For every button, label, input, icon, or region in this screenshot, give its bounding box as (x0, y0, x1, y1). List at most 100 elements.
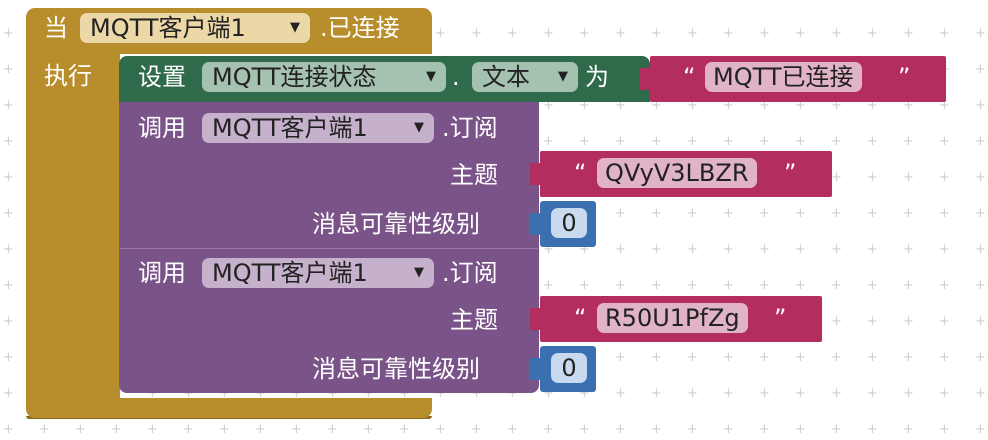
grid-mark: + (3, 422, 14, 437)
grid-mark: + (903, 278, 914, 293)
grid-mark: + (939, 134, 950, 149)
grid-mark: + (39, 422, 50, 437)
grid-mark: + (615, 98, 626, 113)
grid-mark: + (651, 422, 662, 437)
grid-mark: + (543, 422, 554, 437)
grid-mark: + (615, 278, 626, 293)
qos-number-value[interactable]: 0 (551, 353, 587, 383)
call-component-dropdown-1[interactable]: MQTT客户端1 ▼ (202, 113, 434, 143)
grid-mark: + (795, 386, 806, 401)
grid-mark: + (147, 422, 158, 437)
grid-mark: + (615, 206, 626, 221)
string-block-connector (530, 308, 546, 330)
grid-mark: + (651, 98, 662, 113)
grid-mark: + (903, 314, 914, 329)
grid-mark: + (3, 170, 14, 185)
grid-mark: + (975, 386, 986, 401)
grid-mark: + (831, 26, 842, 41)
grid-mark: + (579, 278, 590, 293)
grid-mark: + (867, 206, 878, 221)
grid-mark: + (831, 98, 842, 113)
grid-mark: + (903, 242, 914, 257)
grid-mark: + (939, 98, 950, 113)
topic-string-value[interactable]: QVyV3LBZR (597, 158, 757, 188)
grid-mark: + (651, 278, 662, 293)
set-keyword: 设置 (138, 63, 186, 91)
grid-mark: + (975, 314, 986, 329)
chevron-down-icon: ▼ (414, 265, 424, 280)
grid-mark: + (615, 386, 626, 401)
grid-mark: + (651, 134, 662, 149)
grid-mark: + (3, 350, 14, 365)
grid-mark: + (435, 26, 446, 41)
grid-mark: + (867, 350, 878, 365)
grid-mark: + (687, 134, 698, 149)
grid-mark: + (651, 242, 662, 257)
grid-mark: + (615, 242, 626, 257)
chevron-down-icon: ▼ (558, 69, 568, 84)
close-quote-icon: ” (774, 304, 787, 332)
call-subscribe-block-2-params (119, 295, 539, 393)
set-dot-label: . (452, 63, 460, 91)
open-quote-icon: “ (574, 304, 587, 332)
grid-mark: + (579, 422, 590, 437)
grid-mark: + (975, 98, 986, 113)
set-component-label: MQTT连接状态 (212, 63, 377, 91)
call-keyword: 调用 (138, 259, 186, 287)
grid-mark: + (939, 242, 950, 257)
grid-mark: + (615, 134, 626, 149)
grid-mark: + (435, 386, 446, 401)
grid-mark: + (507, 386, 518, 401)
grid-mark: + (795, 206, 806, 221)
grid-mark: + (759, 98, 770, 113)
grid-mark: + (939, 350, 950, 365)
grid-mark: + (759, 242, 770, 257)
qos-param-label: 消息可靠性级别 (312, 210, 480, 238)
grid-mark: + (687, 98, 698, 113)
event-when-keyword: 当 (44, 14, 68, 42)
grid-mark: + (867, 386, 878, 401)
grid-mark: + (975, 62, 986, 77)
grid-mark: + (759, 350, 770, 365)
grid-mark: + (471, 26, 482, 41)
grid-mark: + (975, 278, 986, 293)
grid-mark: + (939, 170, 950, 185)
chevron-down-icon: ▼ (426, 69, 436, 84)
grid-mark: + (723, 278, 734, 293)
grid-mark: + (903, 26, 914, 41)
qos-number-value[interactable]: 0 (551, 208, 587, 238)
grid-mark: + (975, 350, 986, 365)
grid-mark: + (3, 98, 14, 113)
grid-mark: + (903, 170, 914, 185)
event-component-dropdown[interactable]: MQTT客户端1 ▼ (80, 13, 310, 43)
grid-mark: + (507, 26, 518, 41)
call-component-label: MQTT客户端1 (212, 259, 368, 287)
grid-mark: + (3, 386, 14, 401)
open-quote-icon: “ (574, 159, 587, 187)
topic-string-value[interactable]: R50U1PfZg (597, 303, 748, 333)
event-component-label: MQTT客户端1 (90, 14, 246, 42)
call-component-dropdown-2[interactable]: MQTT客户端1 ▼ (202, 258, 434, 288)
grid-mark: + (903, 422, 914, 437)
block-separator (120, 248, 538, 249)
grid-mark: + (759, 422, 770, 437)
grid-mark: + (831, 206, 842, 221)
event-block-footer (26, 398, 432, 418)
grid-mark: + (903, 386, 914, 401)
grid-mark: + (399, 422, 410, 437)
grid-mark: + (723, 422, 734, 437)
grid-mark: + (867, 98, 878, 113)
grid-mark: + (327, 422, 338, 437)
grid-mark: + (291, 386, 302, 401)
grid-mark: + (831, 242, 842, 257)
grid-mark: + (579, 98, 590, 113)
set-component-dropdown[interactable]: MQTT连接状态 ▼ (202, 62, 446, 92)
set-property-label: 文本 (482, 63, 530, 91)
set-property-dropdown[interactable]: 文本 ▼ (472, 62, 578, 92)
grid-mark: + (327, 386, 338, 401)
grid-mark: + (687, 350, 698, 365)
text-string-value[interactable]: MQTT已连接 (705, 62, 862, 92)
grid-mark: + (579, 134, 590, 149)
grid-mark: + (615, 350, 626, 365)
